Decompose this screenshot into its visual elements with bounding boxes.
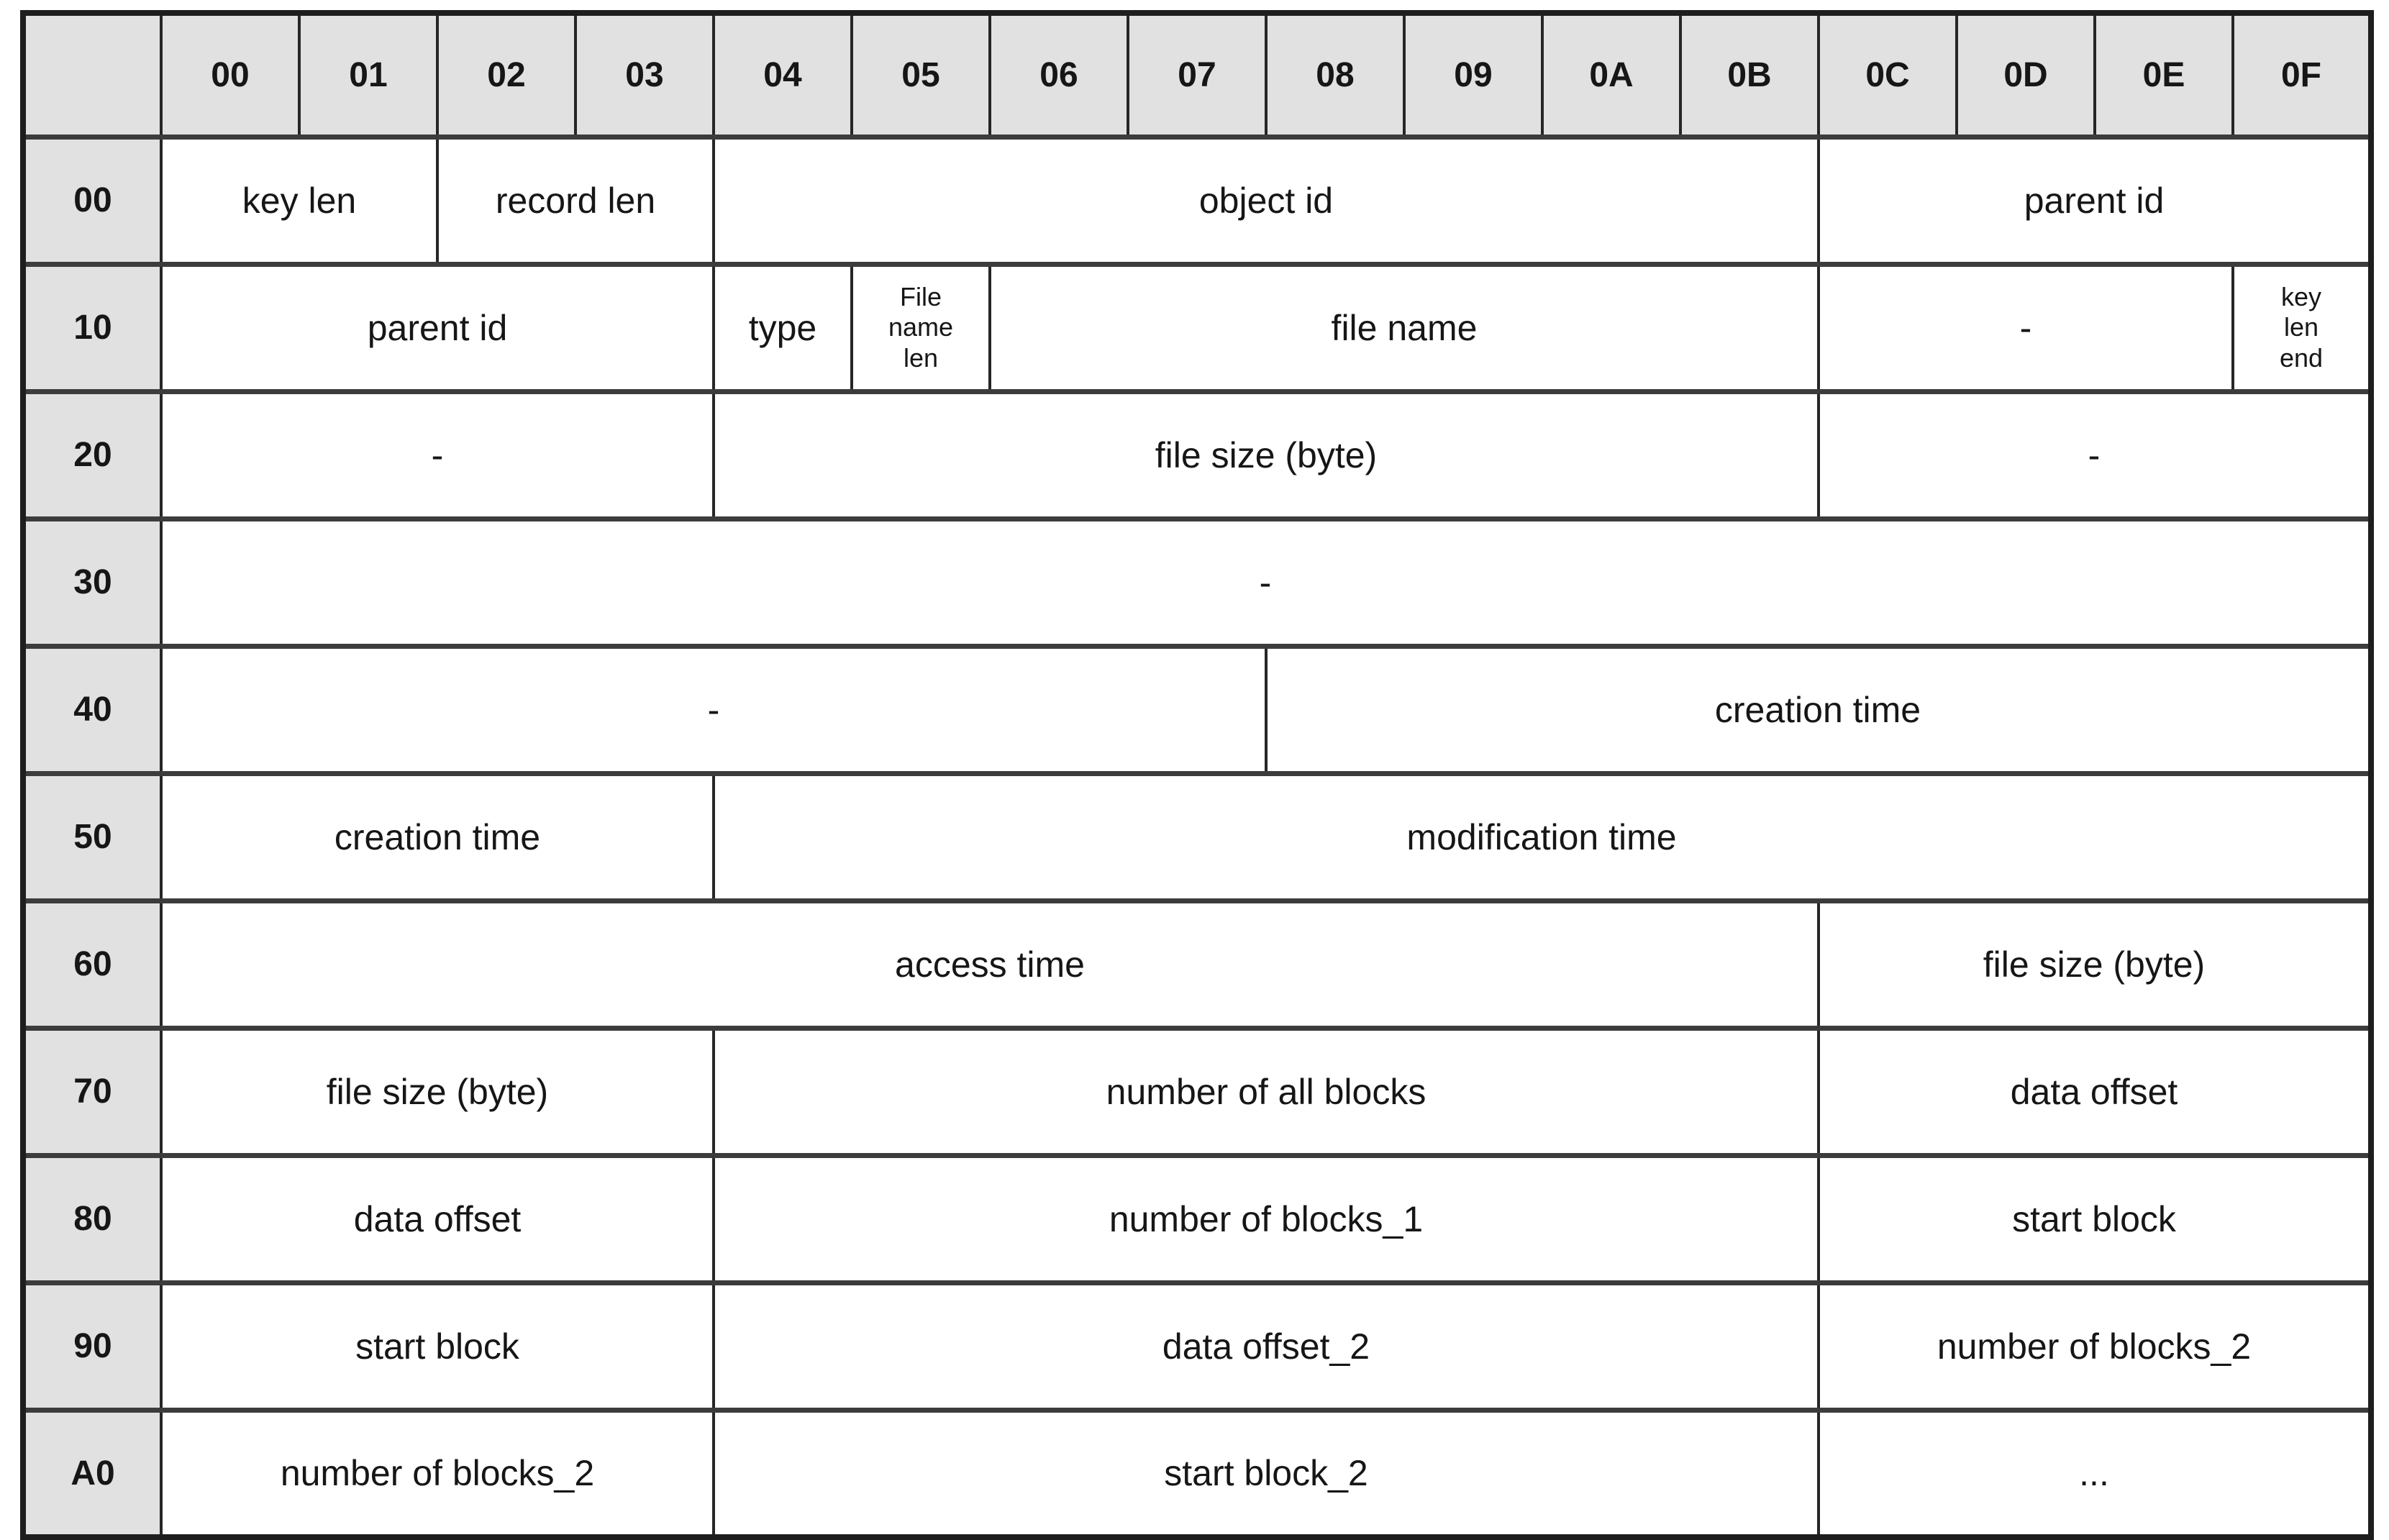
col-header-0E: 0E bbox=[2093, 10, 2234, 140]
row-label-20: 20 bbox=[22, 388, 163, 521]
table-row-80: 80 data offset number of blocks_1 start … bbox=[22, 1152, 2372, 1285]
field-file-size: file size (byte) bbox=[712, 388, 1820, 521]
field-number-of-blocks-2: number of blocks_2 bbox=[1817, 1280, 2372, 1413]
field-start-block: start block bbox=[1817, 1152, 2372, 1285]
table-row-30: 30 - bbox=[22, 516, 2372, 649]
field-unused: - bbox=[160, 388, 715, 521]
table-row-50: 50 creation time modification time bbox=[22, 770, 2372, 903]
col-header-01: 01 bbox=[298, 10, 439, 140]
col-header-0B: 0B bbox=[1679, 10, 1820, 140]
col-header-02: 02 bbox=[436, 10, 577, 140]
corner-cell bbox=[22, 10, 163, 140]
field-type: type bbox=[712, 261, 853, 394]
field-modification-time: modification time bbox=[712, 770, 2372, 903]
field-record-len: record len bbox=[436, 134, 715, 267]
row-label-90: 90 bbox=[22, 1280, 163, 1413]
field-file-name-len: File name len bbox=[850, 261, 991, 394]
byte-layout-diagram: 00 01 02 03 04 05 06 07 08 09 0A 0B 0C 0… bbox=[20, 10, 2374, 1540]
col-header-09: 09 bbox=[1403, 10, 1544, 140]
row-label-80: 80 bbox=[22, 1152, 163, 1285]
row-label-70: 70 bbox=[22, 1025, 163, 1158]
field-file-size: file size (byte) bbox=[160, 1025, 715, 1158]
row-label-40: 40 bbox=[22, 643, 163, 776]
field-unused: - bbox=[1817, 388, 2372, 521]
table-row-70: 70 file size (byte) number of all blocks… bbox=[22, 1025, 2372, 1158]
col-header-05: 05 bbox=[850, 10, 991, 140]
col-header-00: 00 bbox=[160, 10, 301, 140]
field-parent-id: parent id bbox=[160, 261, 715, 394]
col-header-0F: 0F bbox=[2231, 10, 2372, 140]
col-header-07: 07 bbox=[1127, 10, 1268, 140]
table-row-40: 40 - creation time bbox=[22, 643, 2372, 776]
row-label-A0: A0 bbox=[22, 1407, 163, 1540]
field-data-offset-2: data offset_2 bbox=[712, 1280, 1820, 1413]
row-label-00: 00 bbox=[22, 134, 163, 267]
row-label-60: 60 bbox=[22, 898, 163, 1031]
col-header-0C: 0C bbox=[1817, 10, 1958, 140]
row-label-50: 50 bbox=[22, 770, 163, 903]
byte-layout-table: 00 01 02 03 04 05 06 07 08 09 0A 0B 0C 0… bbox=[20, 10, 2374, 1540]
col-header-03: 03 bbox=[574, 10, 715, 140]
field-unused: - bbox=[160, 516, 2372, 649]
table-row-A0: A0 number of blocks_2 start block_2 ... bbox=[22, 1407, 2372, 1540]
field-file-size: file size (byte) bbox=[1817, 898, 2372, 1031]
field-unused: - bbox=[1817, 261, 2234, 394]
field-data-offset: data offset bbox=[1817, 1025, 2372, 1158]
field-object-id: object id bbox=[712, 134, 1820, 267]
field-key-len-end: key len end bbox=[2231, 261, 2372, 394]
field-file-name: file name bbox=[988, 261, 1820, 394]
col-header-0D: 0D bbox=[1955, 10, 2096, 140]
field-number-of-all-blocks: number of all blocks bbox=[712, 1025, 1820, 1158]
field-access-time: access time bbox=[160, 898, 1820, 1031]
col-header-04: 04 bbox=[712, 10, 853, 140]
field-creation-time: creation time bbox=[160, 770, 715, 903]
field-number-of-blocks-1: number of blocks_1 bbox=[712, 1152, 1820, 1285]
table-row-60: 60 access time file size (byte) bbox=[22, 898, 2372, 1031]
field-ellipsis: ... bbox=[1817, 1407, 2372, 1540]
field-data-offset: data offset bbox=[160, 1152, 715, 1285]
col-header-0A: 0A bbox=[1541, 10, 1682, 140]
field-creation-time: creation time bbox=[1265, 643, 2372, 776]
table-row-10: 10 parent id type File name len file nam… bbox=[22, 261, 2372, 394]
col-header-08: 08 bbox=[1265, 10, 1406, 140]
table-row-20: 20 - file size (byte) - bbox=[22, 388, 2372, 521]
header-row: 00 01 02 03 04 05 06 07 08 09 0A 0B 0C 0… bbox=[22, 10, 2372, 140]
field-number-of-blocks-2: number of blocks_2 bbox=[160, 1407, 715, 1540]
row-label-30: 30 bbox=[22, 516, 163, 649]
field-parent-id: parent id bbox=[1817, 134, 2372, 267]
field-unused: - bbox=[160, 643, 1268, 776]
field-start-block: start block bbox=[160, 1280, 715, 1413]
table-row-90: 90 start block data offset_2 number of b… bbox=[22, 1280, 2372, 1413]
col-header-06: 06 bbox=[988, 10, 1129, 140]
table-row-00: 00 key len record len object id parent i… bbox=[22, 134, 2372, 267]
field-start-block-2: start block_2 bbox=[712, 1407, 1820, 1540]
row-label-10: 10 bbox=[22, 261, 163, 394]
field-key-len: key len bbox=[160, 134, 439, 267]
